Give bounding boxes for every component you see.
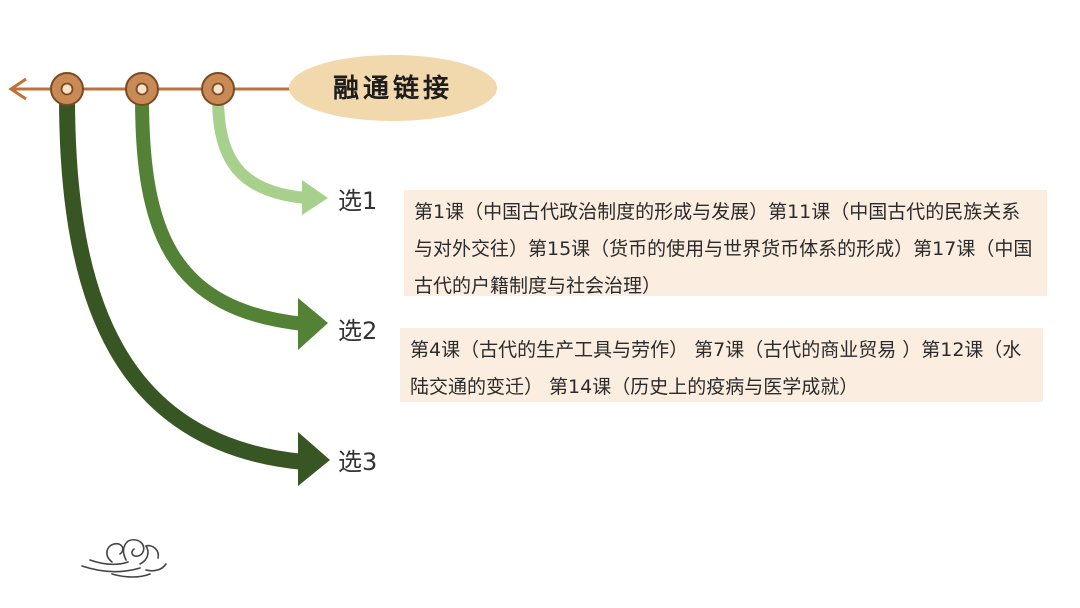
branch-label-3: 选3 <box>338 448 377 476</box>
branch-arrow-3 <box>59 96 330 486</box>
timeline-node-1 <box>201 72 235 106</box>
page-title: 融通链接 <box>333 73 453 104</box>
timeline-node-3 <box>50 72 84 106</box>
branch-arrow-1 <box>212 96 328 215</box>
branch-label-2: 选2 <box>338 317 377 345</box>
branch-label-1: 选1 <box>338 187 377 215</box>
arrow-left-icon <box>8 77 27 101</box>
cloud-swirl-icon <box>81 538 167 578</box>
course-list-text-1: 第1课（中国古代政治制度的形成与发展）第11课（中国古代的民族关系与对外交往）第… <box>414 201 1033 297</box>
branch-arrow-2 <box>135 96 328 350</box>
title-badge: 融通链接 <box>289 55 497 121</box>
timeline-node-2 <box>125 72 159 106</box>
course-list-box-1: 第1课（中国古代政治制度的形成与发展）第11课（中国古代的民族关系与对外交往）第… <box>404 190 1047 297</box>
course-list-box-2: 第4课（古代的生产工具与劳作） 第7课（古代的商业贸易 ）第12课（水陆交通的变… <box>400 328 1043 402</box>
course-list-text-2: 第4课（古代的生产工具与劳作） 第7课（古代的商业贸易 ）第12课（水陆交通的变… <box>410 339 1022 398</box>
